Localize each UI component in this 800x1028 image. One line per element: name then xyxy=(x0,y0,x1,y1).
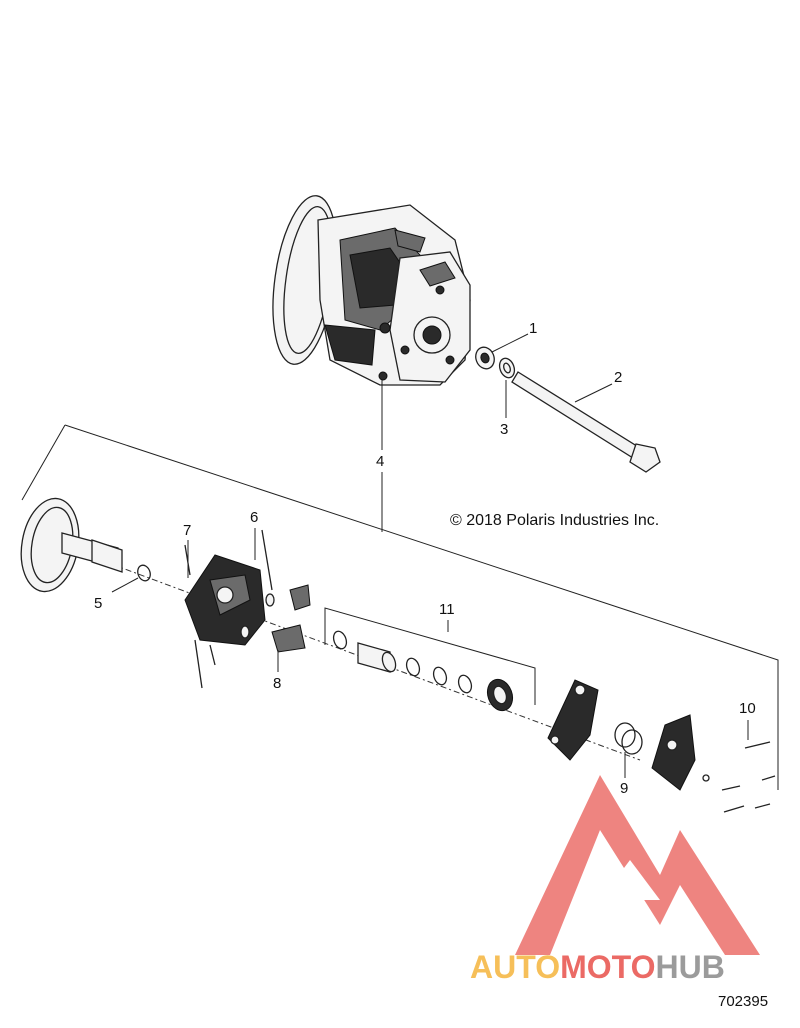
copyright-notice: © 2018 Polaris Industries Inc. xyxy=(450,512,659,529)
spider-housing xyxy=(184,529,275,689)
triangle-m-logo-icon xyxy=(515,775,760,955)
watermark-hub: HUB xyxy=(655,949,724,985)
callout-8: 8 xyxy=(273,675,281,692)
callout-1: 1 xyxy=(529,320,537,337)
bolt-part-2 xyxy=(511,371,661,473)
clutch-assembly xyxy=(272,195,471,386)
assembly-centerline xyxy=(59,544,641,761)
oring-part-5 xyxy=(137,564,151,582)
callout-10: 10 xyxy=(739,700,756,717)
washer-part-1 xyxy=(475,346,495,370)
callout-11: 11 xyxy=(439,601,455,618)
callout-2: 2 xyxy=(614,369,622,386)
callout-9: 9 xyxy=(620,780,628,797)
ring-part-3 xyxy=(498,357,516,379)
cover-plate xyxy=(547,679,599,761)
callout-7: 7 xyxy=(183,522,191,539)
watermark-auto: AUTO xyxy=(470,949,560,985)
spring-part-9 xyxy=(614,722,643,755)
svg-text:AUTOMOTOHUB: AUTOMOTOHUB xyxy=(470,949,725,985)
screws-part-10 xyxy=(702,741,776,813)
exploded-view-frame xyxy=(21,424,779,790)
diagram-id: 702395 xyxy=(718,993,768,1010)
roller-part-8 xyxy=(271,584,311,653)
callout-6: 6 xyxy=(250,509,258,526)
kit-part-11 xyxy=(332,630,514,712)
end-plate xyxy=(651,714,696,791)
callout-5: 5 xyxy=(94,595,102,612)
group-bracket-11 xyxy=(324,607,536,705)
watermark-text: AUTOMOTOHUB xyxy=(470,949,725,985)
sheave-shaft xyxy=(20,497,123,593)
upper-leaders xyxy=(381,333,613,532)
callout-4: 4 xyxy=(376,453,384,470)
callout-3: 3 xyxy=(500,421,508,438)
watermark-moto: MOTO xyxy=(560,949,655,985)
